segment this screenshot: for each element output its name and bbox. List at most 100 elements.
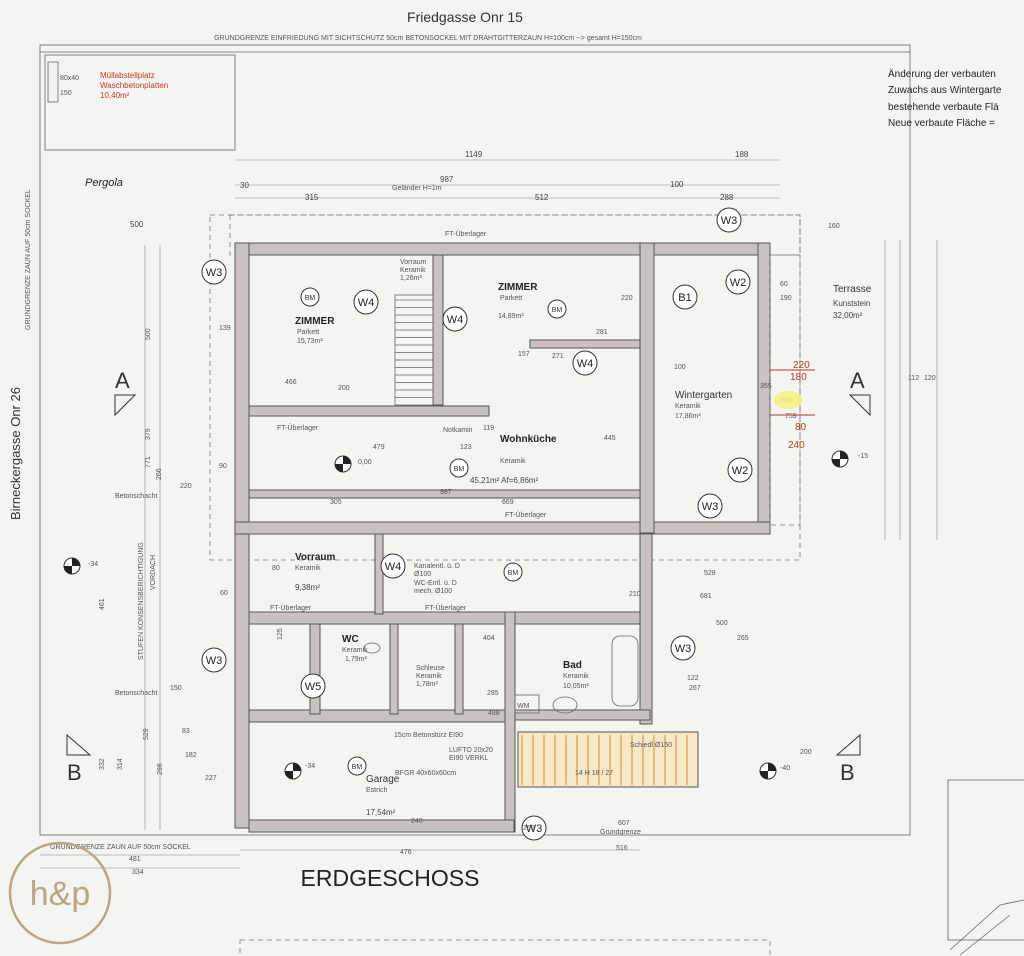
dimension-label: 200 <box>338 385 350 392</box>
svg-text:W2: W2 <box>732 465 749 477</box>
notkamin-label: Notkamin <box>443 427 473 434</box>
svg-text:Neue verbaute Fläche =: Neue verbaute Fläche = <box>888 118 995 129</box>
svg-text:Schleuse: Schleuse <box>416 665 445 672</box>
svg-text:Keramik: Keramik <box>675 403 701 410</box>
dimension-label: 314 <box>117 758 124 770</box>
svg-text:9,38m²: 9,38m² <box>295 583 320 592</box>
schiedl-note: Schiedl Ø150 <box>630 742 672 749</box>
dimension-label: 182 <box>185 752 197 759</box>
window-tag-w3: W3 <box>521 815 547 841</box>
dimension-label: 60 <box>780 281 788 288</box>
svg-text:100: 100 <box>670 180 684 189</box>
dimension-label: 332 <box>99 758 106 770</box>
svg-text:bestehende verbaute Flä: bestehende verbaute Flä <box>888 102 999 113</box>
bm-marker: BM <box>300 287 320 307</box>
dimension-label: 90 <box>219 463 227 470</box>
dimension-label: 260 <box>523 825 535 832</box>
ft-label-4: FT-Überlager <box>425 604 467 612</box>
window-tag-w5: W5 <box>300 673 326 699</box>
dimension-label: 355 <box>760 383 772 390</box>
svg-text:LUFTO 20x20: LUFTO 20x20 <box>449 747 493 754</box>
dimension-label: 334 <box>132 869 144 876</box>
section-marker-a-left: A <box>114 368 137 417</box>
stufen-note: STUFEN KONSENSBERICHTIGUNG <box>138 542 145 660</box>
dimension-label: 100 <box>674 364 686 371</box>
window-tag-w3: W3 <box>670 635 696 661</box>
svg-text:BM: BM <box>552 307 563 314</box>
gelaender-note: Geländer H=1m <box>392 185 442 192</box>
svg-text:W2: W2 <box>730 277 747 289</box>
garage-stairs <box>517 731 699 788</box>
bm-marker: BM <box>503 562 523 582</box>
dimension-label: 227 <box>205 775 217 782</box>
muell-title: Müllabstellplatz <box>100 71 155 80</box>
level-marker <box>334 455 352 473</box>
dimension-label: 220 <box>621 295 633 302</box>
room-terrasse: Terrasse Kunststein 32,00m² <box>833 284 872 320</box>
washbasin <box>552 696 578 714</box>
svg-text:W3: W3 <box>206 655 223 667</box>
svg-text:Terrasse: Terrasse <box>833 284 872 295</box>
ft-label-5: FT-Überlager <box>445 230 487 238</box>
room-zimmer-2: ZIMMER Parkett 14,89m² <box>498 282 538 320</box>
betonsturz-note: 15cm Betonsturz EI90 <box>394 732 463 739</box>
ft-label-3: FT-Überlager <box>270 604 312 612</box>
dimension-label: 987 <box>440 489 452 496</box>
svg-text:W4: W4 <box>358 297 375 309</box>
dimension-label: 461 <box>99 598 106 610</box>
staircase <box>394 294 434 406</box>
street-left-label: Birneckergasse Onr 26 <box>8 387 23 520</box>
dimension-label: 681 <box>700 593 712 600</box>
dimension-label: 516 <box>616 845 628 852</box>
svg-text:Bad: Bad <box>563 660 582 671</box>
window-tag-w3: W3 <box>201 647 227 673</box>
betonschacht-1: Betonschacht <box>115 493 157 500</box>
room-zimmer-1: ZIMMER Parkett 15,73m² <box>295 316 335 345</box>
dimension-label: 379 <box>145 428 152 440</box>
dimension-label: 240 <box>411 818 423 825</box>
room-vorraum: Vorraum Keramik 9,38m² <box>295 552 335 592</box>
svg-text:Keramik: Keramik <box>563 673 589 680</box>
svg-text:B: B <box>67 760 82 785</box>
garage-stairs-label: 14 H 18 / 27 <box>575 770 613 777</box>
window-tag-w3: W3 <box>697 493 723 519</box>
dimension-label: 481 <box>129 856 141 863</box>
svg-text:W4: W4 <box>385 561 402 573</box>
svg-text:BM: BM <box>305 295 316 302</box>
bm-marker: BM <box>449 458 469 478</box>
dimension-label: 528 <box>704 570 716 577</box>
dimension-label: 285 <box>487 690 499 697</box>
grundgrenze-note: Grundgrenze <box>600 829 641 836</box>
svg-text:987: 987 <box>440 175 454 184</box>
svg-text:Keramik: Keramik <box>295 565 321 572</box>
level-marker <box>831 450 849 468</box>
svg-text:B1: B1 <box>678 292 691 304</box>
toilet <box>363 642 381 654</box>
window-tag-b1: B1 <box>672 284 698 310</box>
room-bad: Bad Keramik 10,05m² <box>563 660 589 690</box>
window-tag-w2: W2 <box>725 269 751 295</box>
dimension-label: 157 <box>518 351 530 358</box>
window-tag-w4: W4 <box>572 350 598 376</box>
dimension-label: 122 <box>687 675 699 682</box>
svg-text:W3: W3 <box>702 501 719 513</box>
lufto-note: LUFTO 20x20 EI90 VERKL <box>449 747 493 762</box>
svg-text:188: 188 <box>735 150 749 159</box>
dimension-label: 80 <box>272 565 280 572</box>
svg-text:WC-Entl. ü. D: WC-Entl. ü. D <box>414 580 457 587</box>
dimension-label: 83 <box>182 728 190 735</box>
kanal-note: Kanalentl. ü. D Ø100 WC-Entl. ü. D mech.… <box>414 563 460 595</box>
level-m34-garage: -34 <box>305 763 315 770</box>
room-vorraum-upper: Vorraum Keramik 1,26m² <box>400 259 427 282</box>
svg-text:h&p: h&p <box>30 875 91 913</box>
dimension-label: 271 <box>552 353 564 360</box>
window-tag-w2: W2 <box>727 457 753 483</box>
svg-text:W3: W3 <box>206 267 223 279</box>
dimension-label: 112 <box>908 375 919 382</box>
svg-text:Estrich: Estrich <box>366 787 388 794</box>
street-top-label: Friedgasse Onr 15 <box>407 9 523 25</box>
wm-label: WM <box>517 703 530 710</box>
